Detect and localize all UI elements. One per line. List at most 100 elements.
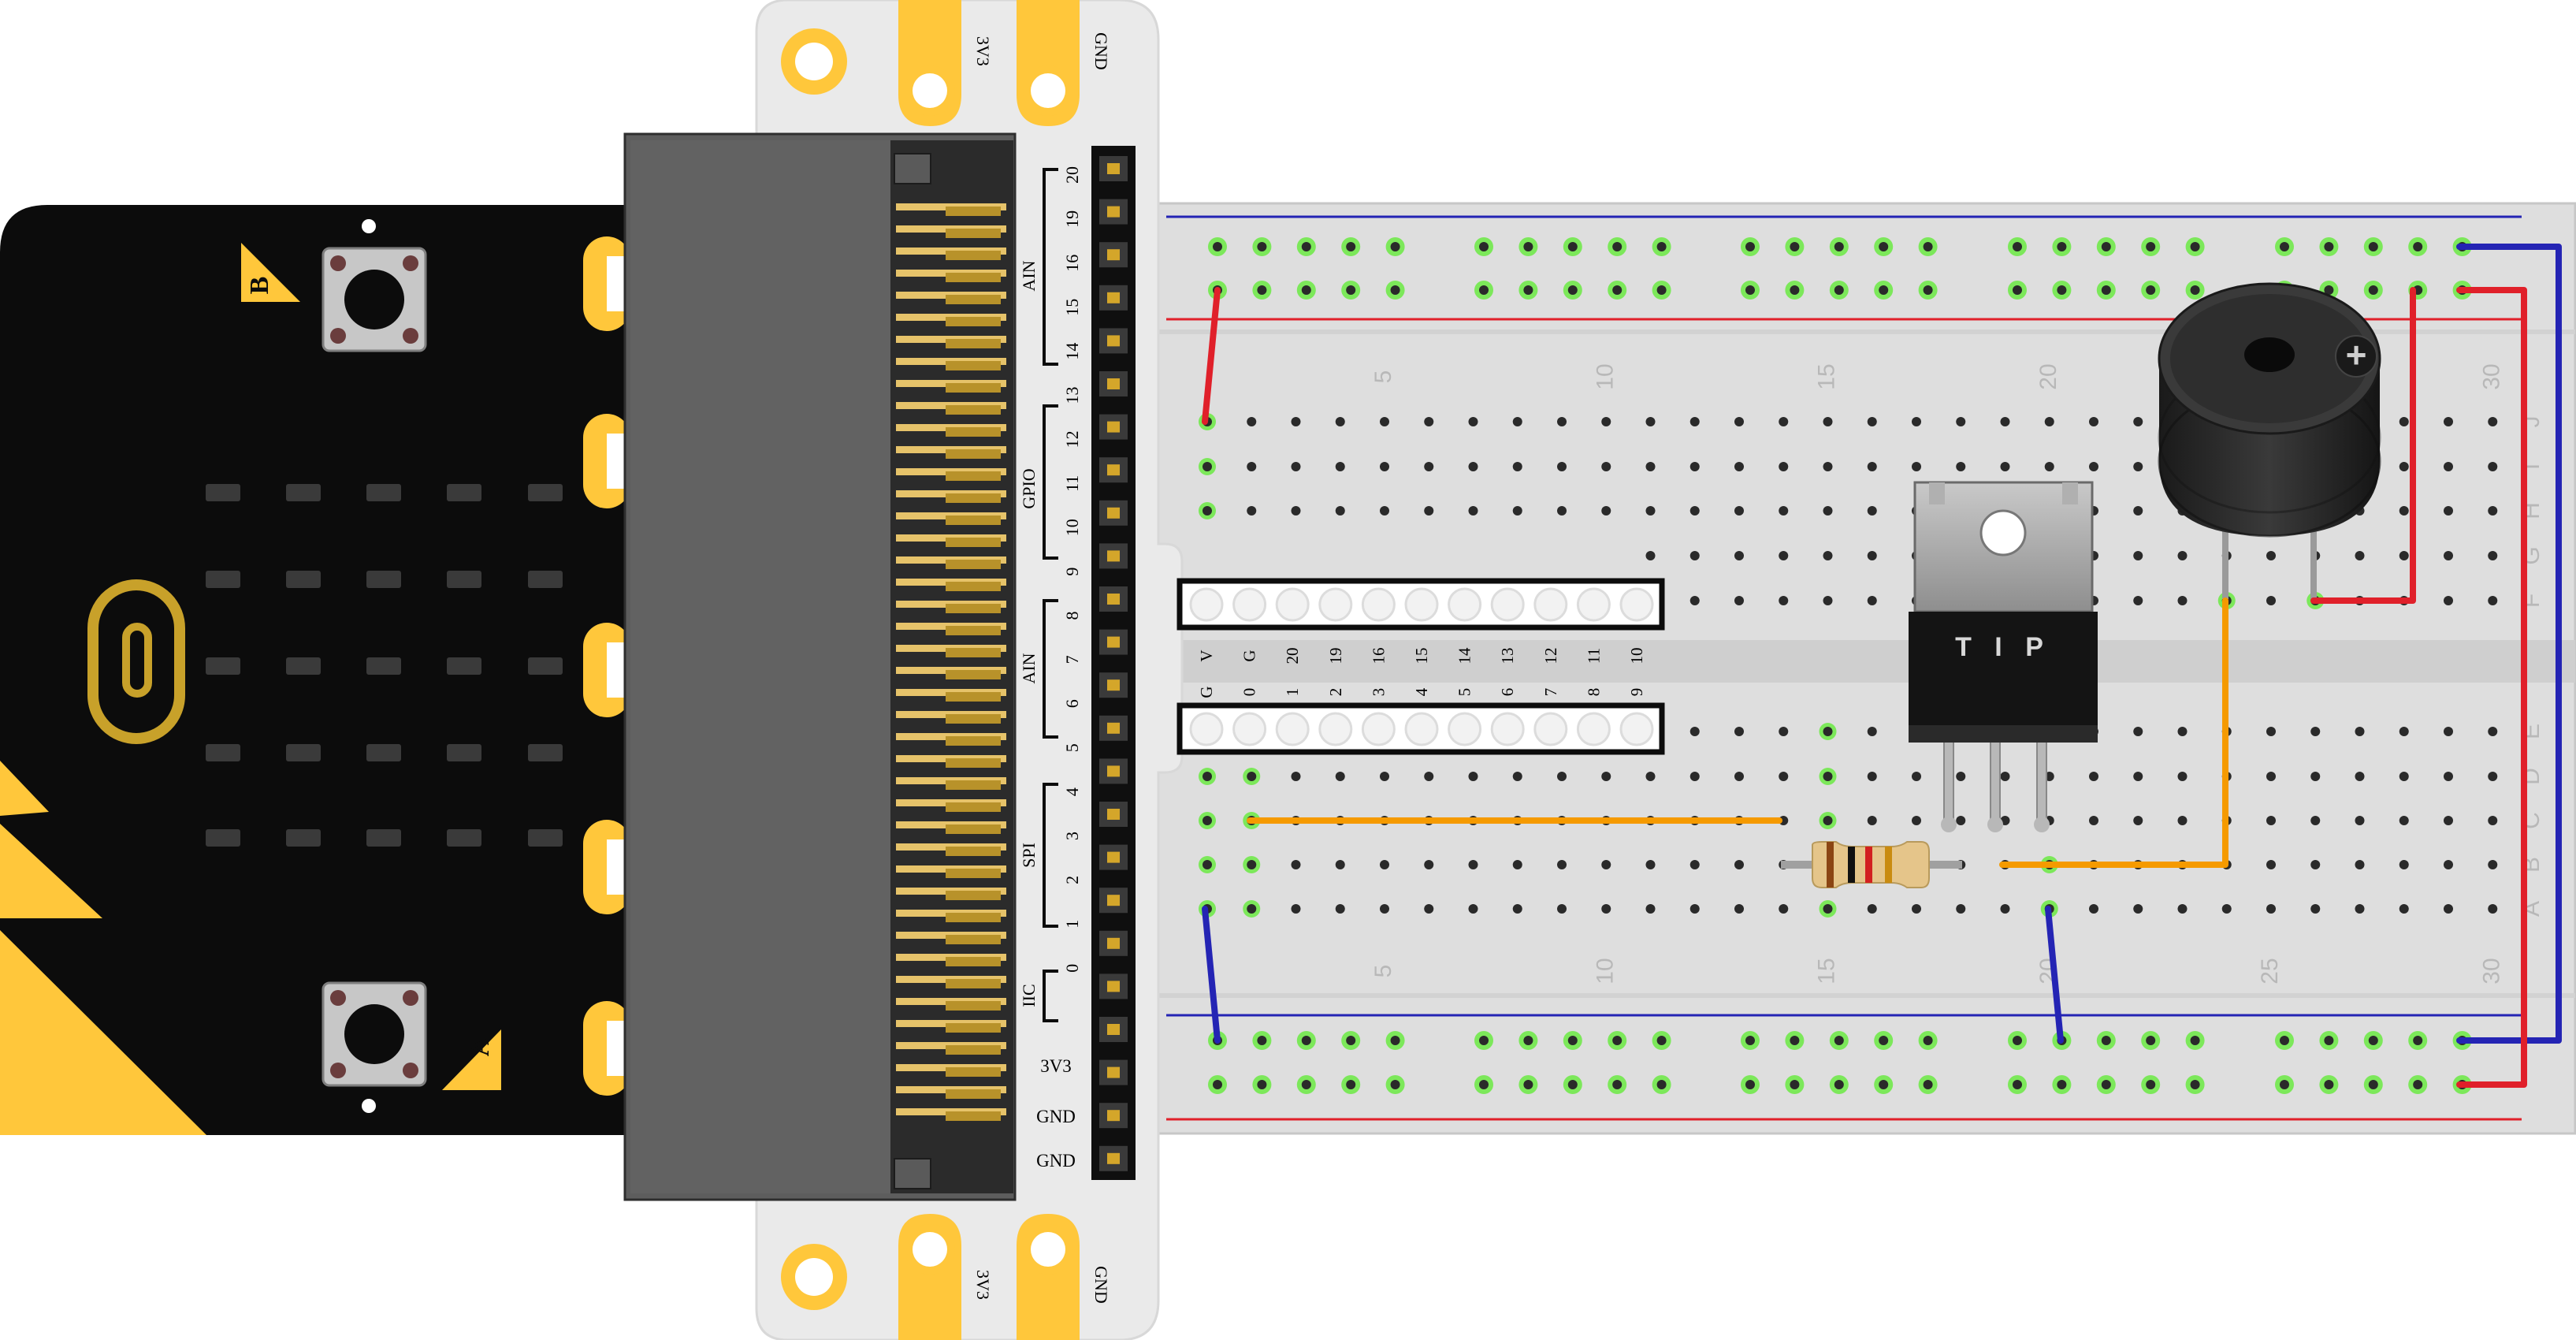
rail-hole-dot bbox=[2057, 1080, 2067, 1089]
hole-dot bbox=[1291, 506, 1301, 516]
pin-number: 10 bbox=[1062, 519, 1082, 536]
contact-pad bbox=[946, 560, 1001, 569]
rail-hole-dot bbox=[1479, 1036, 1489, 1045]
wire-red bbox=[1202, 287, 1221, 425]
hole-dot bbox=[1689, 772, 1700, 781]
female-header-hole[interactable] bbox=[1275, 712, 1310, 746]
female-header-hole[interactable] bbox=[1318, 712, 1353, 746]
rail-hole-dot bbox=[2190, 285, 2200, 295]
hole-dot bbox=[2488, 816, 2498, 825]
female-header-hole[interactable] bbox=[1448, 587, 1482, 622]
female-header-hole[interactable] bbox=[1189, 587, 1224, 622]
group-label-ain: AIN bbox=[1019, 653, 1039, 683]
hole-dot bbox=[1247, 860, 1257, 869]
header-label: G bbox=[1240, 650, 1259, 661]
hole-dot bbox=[2310, 860, 2321, 869]
hole-dot bbox=[1689, 904, 1700, 914]
hole-dot bbox=[1512, 772, 1522, 781]
rail-hole-dot bbox=[1213, 242, 1222, 251]
rail-hole-dot bbox=[1257, 1080, 1267, 1089]
led bbox=[366, 829, 401, 847]
header-label: 1 bbox=[1283, 688, 1302, 697]
female-header-hole[interactable] bbox=[1404, 587, 1439, 622]
led bbox=[447, 484, 481, 501]
header-pin-tip bbox=[1107, 981, 1120, 992]
hole-dot bbox=[2089, 816, 2098, 825]
female-header-hole[interactable] bbox=[1189, 712, 1224, 746]
group-label-ain: AIN bbox=[1019, 260, 1039, 291]
header-label: 4 bbox=[1412, 687, 1431, 696]
mounting-pad bbox=[781, 1244, 847, 1310]
female-header-hole[interactable] bbox=[1619, 712, 1654, 746]
edge-connector-slot bbox=[623, 132, 1017, 1201]
hole-dot bbox=[1734, 772, 1744, 781]
hole-dot bbox=[1734, 904, 1744, 914]
hole-dot bbox=[1380, 772, 1389, 781]
contact-pad bbox=[946, 626, 1001, 635]
female-header-hole[interactable] bbox=[1576, 712, 1611, 746]
hole-dot bbox=[1601, 417, 1611, 426]
female-header-hole[interactable] bbox=[1404, 712, 1439, 746]
hole-dot bbox=[1689, 860, 1700, 869]
female-header-hole[interactable] bbox=[1490, 712, 1525, 746]
contact-pad bbox=[946, 891, 1001, 900]
contact-pad bbox=[946, 295, 1001, 304]
hole-dot bbox=[2266, 551, 2276, 560]
pin-number: 7 bbox=[1062, 655, 1082, 664]
hole-dot bbox=[2488, 596, 2498, 605]
rail-hole-dot bbox=[1479, 1080, 1489, 1089]
female-header-hole[interactable] bbox=[1232, 587, 1267, 622]
female-header-hole[interactable] bbox=[1275, 587, 1310, 622]
pin-number: 0 bbox=[1062, 964, 1082, 973]
rail-hole-dot bbox=[1923, 285, 1933, 295]
female-header-hole[interactable] bbox=[1232, 712, 1267, 746]
contact-pad bbox=[946, 604, 1001, 613]
rail-hole-dot bbox=[1523, 1036, 1533, 1045]
contact-pad bbox=[946, 361, 1001, 370]
hole-dot bbox=[2177, 904, 2188, 914]
header-label: G bbox=[1197, 686, 1216, 698]
hole-dot bbox=[1601, 462, 1611, 471]
header-pin-tip bbox=[1107, 421, 1120, 433]
female-header-hole[interactable] bbox=[1490, 587, 1525, 622]
led bbox=[528, 829, 563, 847]
female-header-hole[interactable] bbox=[1619, 587, 1654, 622]
contact-pad bbox=[946, 383, 1001, 393]
hole-dot bbox=[2000, 904, 2010, 914]
rail-hole-dot bbox=[2013, 1080, 2022, 1089]
header-label: 20 bbox=[1283, 648, 1302, 664]
hole-dot bbox=[1247, 904, 1257, 914]
hole-dot bbox=[1912, 816, 1921, 825]
female-header-hole[interactable] bbox=[1318, 587, 1353, 622]
hole-dot bbox=[1557, 772, 1567, 781]
hole-dot bbox=[1645, 772, 1656, 781]
button-a[interactable] bbox=[322, 981, 427, 1113]
rail-hole-dot bbox=[2146, 1036, 2156, 1045]
female-header-hole[interactable] bbox=[1361, 587, 1396, 622]
header-pin-tip bbox=[1107, 1152, 1120, 1164]
pin-number: 4 bbox=[1062, 787, 1082, 796]
hole-dot bbox=[1779, 904, 1789, 914]
resistor bbox=[1781, 841, 1962, 888]
female-header-hole[interactable] bbox=[1576, 587, 1611, 622]
contact-pad bbox=[946, 1089, 1001, 1099]
hole-dot bbox=[1779, 596, 1789, 605]
female-header-hole[interactable] bbox=[1533, 587, 1568, 622]
button-b[interactable] bbox=[322, 219, 427, 352]
hole-dot bbox=[2133, 462, 2143, 471]
led bbox=[286, 657, 321, 675]
hole-dot bbox=[1912, 772, 1921, 781]
rail-hole-dot bbox=[2101, 1036, 2111, 1045]
female-header-hole[interactable] bbox=[1448, 712, 1482, 746]
header-label: 12 bbox=[1541, 648, 1560, 664]
hole-dot bbox=[1734, 596, 1744, 605]
rail-hole-dot bbox=[1479, 242, 1489, 251]
rail-hole-dot bbox=[2146, 242, 2156, 251]
rail-hole-dot bbox=[2101, 285, 2111, 295]
header-pin-tip bbox=[1107, 507, 1120, 519]
contact-pad bbox=[946, 405, 1001, 415]
female-header-hole[interactable] bbox=[1361, 712, 1396, 746]
hole-dot bbox=[1424, 462, 1434, 471]
female-header-hole[interactable] bbox=[1533, 712, 1568, 746]
button-b-marker bbox=[241, 243, 300, 302]
